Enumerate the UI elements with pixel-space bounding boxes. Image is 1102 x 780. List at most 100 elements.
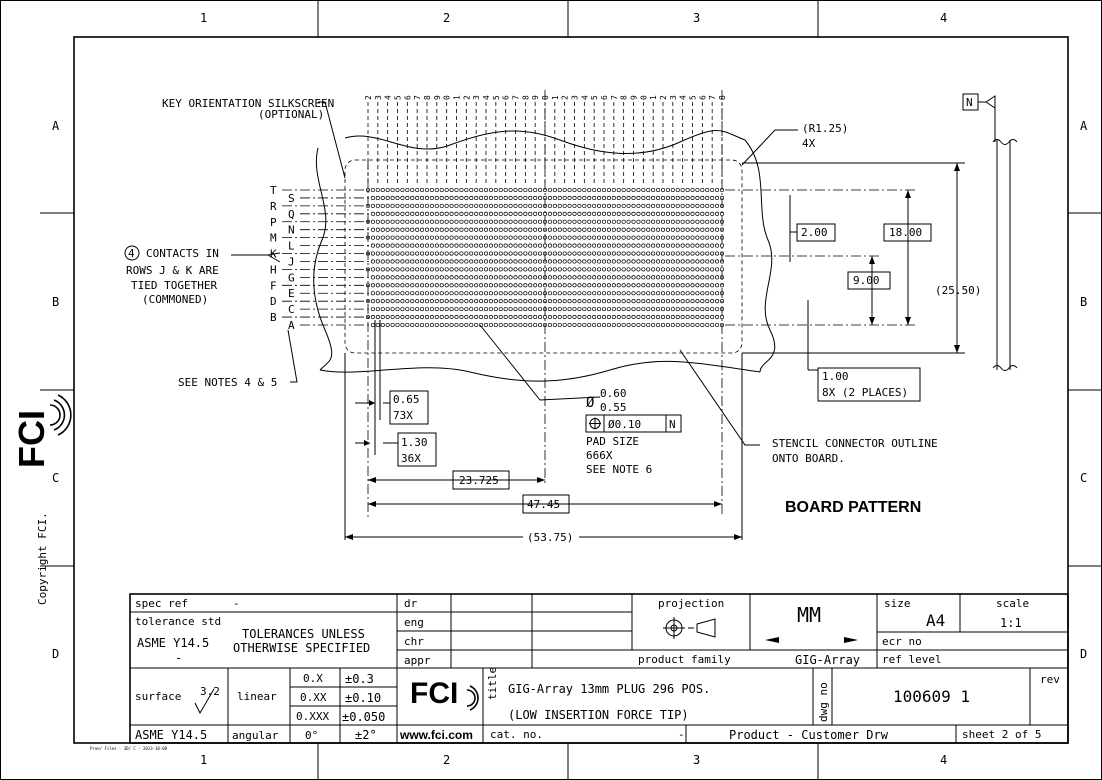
pad: [444, 211, 449, 216]
pad: [690, 322, 695, 328]
pin-number: 7: [708, 95, 717, 100]
pad: [611, 211, 616, 216]
pad: [488, 299, 493, 304]
pin-number: 7: [610, 95, 619, 100]
pad: [562, 227, 567, 232]
pad: [400, 291, 405, 296]
pad: [715, 251, 720, 256]
row-letter: L: [288, 240, 295, 253]
pad: [483, 227, 489, 232]
pad: [533, 322, 538, 328]
row-letter: B: [270, 311, 277, 324]
pad: [498, 299, 503, 304]
pad: [660, 251, 666, 256]
pad: [400, 322, 405, 328]
pad: [547, 227, 552, 232]
pad: [636, 275, 641, 280]
pad: [557, 267, 562, 272]
pad: [641, 251, 646, 256]
pad: [533, 275, 538, 280]
pad: [700, 259, 705, 264]
pad: [420, 267, 425, 272]
pad: [690, 259, 695, 264]
pad: [695, 219, 700, 224]
pad: [415, 227, 420, 232]
pad: [395, 243, 400, 248]
pad: [705, 299, 710, 304]
pad: [424, 219, 430, 224]
pad: [641, 275, 646, 280]
pad: [562, 203, 567, 208]
pad: [621, 267, 626, 272]
pad: [429, 187, 434, 193]
pad: [434, 307, 439, 312]
pad: [405, 187, 410, 193]
pad: [424, 243, 430, 248]
rev-label: rev: [1040, 673, 1060, 686]
pad: [646, 322, 651, 328]
pad: [651, 203, 656, 208]
pad: [533, 315, 538, 320]
pad: [592, 267, 597, 272]
pad: [415, 299, 420, 304]
pin-number: 5: [394, 95, 403, 100]
pad: [513, 211, 518, 216]
pad: [523, 219, 528, 224]
pad: [656, 322, 661, 328]
ref-level-label: ref level: [882, 653, 942, 666]
pad: [380, 259, 385, 264]
pad: [375, 267, 380, 272]
pad: [621, 259, 626, 264]
pad: [390, 187, 395, 193]
pad: [380, 291, 385, 296]
zone-row-c-right: C: [1080, 471, 1087, 485]
pad: [685, 315, 690, 320]
pad: [513, 187, 518, 193]
pad: [454, 291, 459, 296]
pad: [621, 291, 626, 296]
break-line-top: [344, 129, 746, 154]
pad: [690, 315, 695, 320]
zone-row-c-left: C: [52, 471, 59, 485]
dim-23-725-box: [452, 470, 510, 490]
pad: [710, 299, 715, 304]
pad: [405, 259, 410, 264]
pad: [375, 243, 380, 248]
pad: [616, 251, 621, 256]
pad: [523, 211, 528, 216]
pad: [700, 235, 705, 240]
pad: [449, 243, 454, 248]
pad: [660, 203, 666, 208]
pad: [523, 195, 528, 200]
pad: [656, 259, 661, 264]
pad: [621, 275, 626, 280]
pad: [572, 291, 577, 296]
pad: [533, 235, 538, 240]
pad: [606, 315, 611, 320]
pad: [424, 283, 430, 288]
pad: [715, 291, 720, 296]
pad: [429, 195, 434, 200]
pad: [459, 187, 464, 193]
pad: [479, 267, 484, 272]
pad: [513, 307, 518, 312]
pad: [616, 299, 621, 304]
pad: [606, 275, 611, 280]
pad: [508, 259, 513, 264]
pad: [483, 243, 489, 248]
dim-47-45: 47.45: [527, 498, 560, 511]
pad: [518, 307, 523, 312]
pad: [710, 227, 715, 232]
pad: [641, 291, 646, 296]
pad: [665, 227, 670, 232]
pad: [616, 283, 621, 288]
row-letter: N: [288, 224, 295, 237]
pad: [552, 211, 557, 216]
pad: [464, 283, 469, 288]
pad: [474, 322, 479, 328]
pad: [611, 195, 616, 200]
pad: [469, 299, 474, 304]
pad: [577, 259, 582, 264]
pad: [670, 251, 675, 256]
website-link[interactable]: www.fci.com: [399, 728, 473, 742]
